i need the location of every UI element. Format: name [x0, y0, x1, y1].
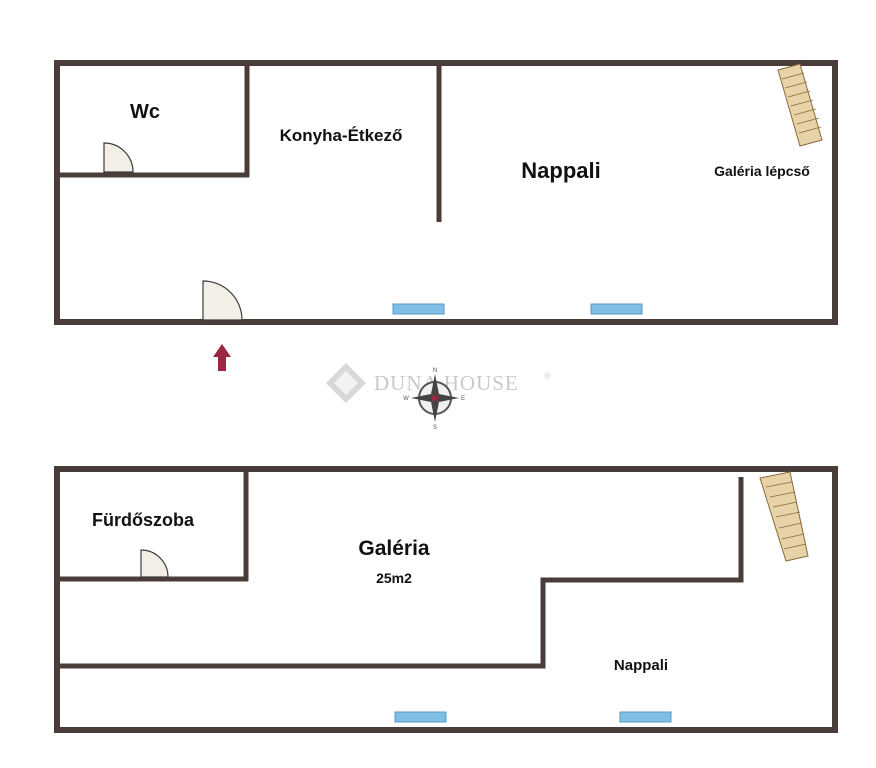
floor-1: Wc Konyha-Étkező Nappali Galéria lépcső	[54, 60, 838, 325]
compass-icon: N S E W	[403, 368, 465, 431]
floor-1-outer-wall	[54, 60, 838, 325]
room-label-bathroom: Fürdőszoba	[92, 510, 195, 530]
compass-east: E	[461, 396, 465, 402]
gallery-boundary-wall	[57, 477, 744, 669]
room-label-stairs: Galéria lépcső	[714, 163, 810, 179]
entrance-arrow-icon	[213, 344, 231, 371]
window	[394, 711, 447, 723]
floor-2-outer-wall	[54, 466, 838, 733]
compass-west: W	[403, 396, 409, 402]
window	[590, 303, 643, 315]
compass-north: N	[433, 368, 437, 374]
door-icon	[140, 549, 169, 578]
room-label-gallery-area: 25m2	[376, 570, 412, 586]
compass-south: S	[433, 425, 437, 431]
watermark-registered-mark: ®	[544, 371, 551, 381]
stairs-icon	[759, 471, 809, 562]
room-label-gallery: Galéria	[358, 537, 430, 560]
floor-2: Fürdőszoba Galéria 25m2 Nappali	[54, 466, 838, 733]
room-label-living: Nappali	[521, 158, 600, 183]
room-label-wc: Wc	[130, 101, 160, 123]
door-icon	[103, 142, 134, 173]
stairs-icon	[777, 63, 823, 147]
room-label-living-upper: Nappali	[614, 657, 668, 674]
duna-house-logo-icon: DUNA HOUSE ®	[326, 363, 551, 403]
door-icon	[202, 280, 243, 321]
window	[619, 711, 672, 723]
room-label-kitchen: Konyha-Étkező	[280, 126, 403, 145]
window	[392, 303, 445, 315]
